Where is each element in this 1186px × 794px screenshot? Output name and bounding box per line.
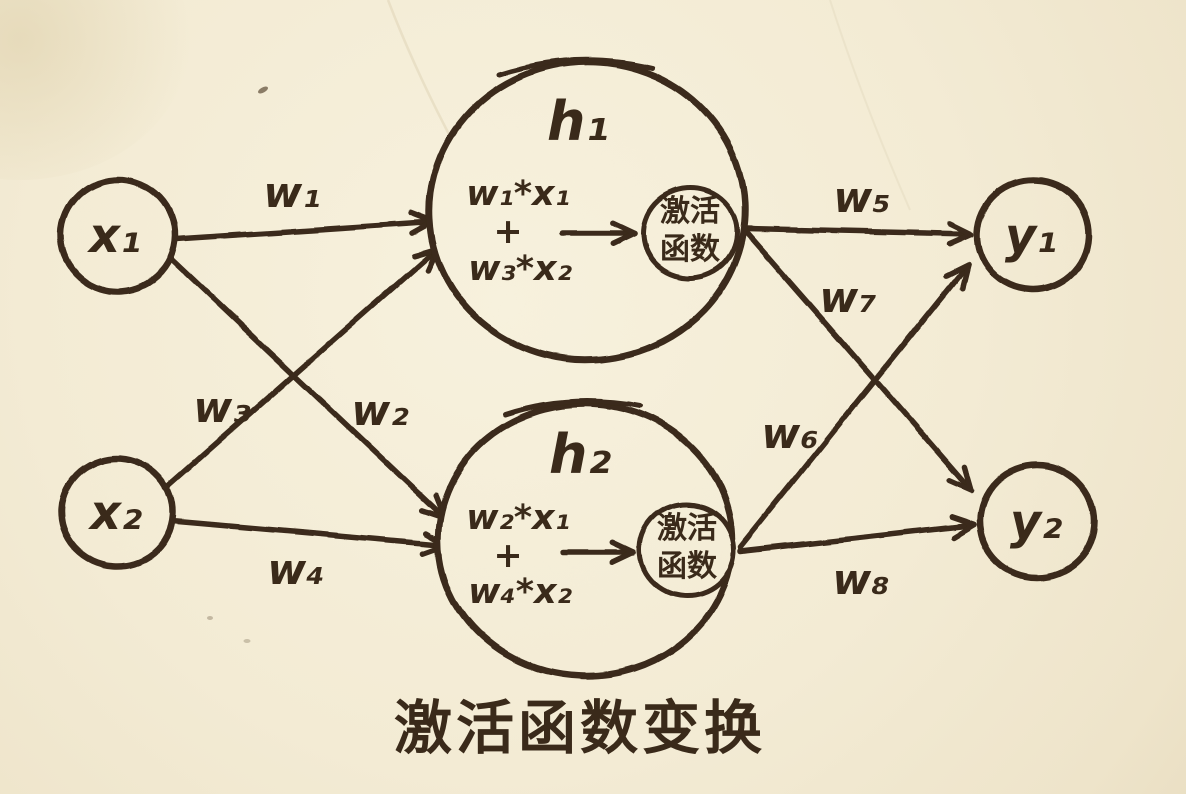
paper-speck — [207, 616, 213, 620]
y2-circle — [976, 461, 1098, 581]
edge-w5-line — [743, 226, 974, 237]
h1-label: h₁ — [547, 90, 609, 153]
edge-w4-line — [169, 518, 449, 548]
y1-label: y₁ — [1005, 208, 1057, 264]
edge-w6-line — [738, 262, 971, 550]
h2-formula-line2: + — [493, 536, 522, 576]
x2-label: x₂ — [88, 485, 142, 541]
h1-formula-line3: w₃*x₂ — [468, 249, 573, 289]
paper-speck — [257, 86, 269, 94]
h1-formula-line1: w₁*x₁ — [466, 174, 570, 214]
edge-w6-label: w₆ — [761, 409, 818, 458]
edge-w8 — [738, 514, 977, 554]
paper-speck — [243, 639, 251, 643]
edge-w2-line — [167, 255, 447, 520]
edge-w7-line — [743, 229, 974, 493]
edge-w2-label: w₂ — [351, 386, 409, 435]
h2-internal-arrowhead-icon — [609, 540, 637, 566]
h2-formula-line3: w₄*x₂ — [468, 572, 573, 612]
h1-circle-overstroke — [497, 57, 655, 77]
edge-w5-arrowhead-icon — [946, 220, 974, 247]
x1-label: x₁ — [87, 208, 141, 264]
h2-activation-unit — [560, 501, 737, 599]
edge-w1-line — [173, 219, 436, 242]
text-layer: x₁ x₂ h₁ h₂ y₁ y₂ w₁*x₁ + w₃*x₂ w₂*x₁ + … — [87, 90, 1062, 762]
edge-w3-line — [164, 246, 440, 490]
edge-w7-arrowhead-icon — [946, 464, 974, 493]
edge-w3-label: w₃ — [193, 383, 250, 432]
h2-activation-circle — [637, 501, 737, 599]
edge-w4-label: w₄ — [267, 545, 324, 594]
h2-label: h₂ — [549, 423, 611, 486]
edge-w1-label: w₁ — [263, 168, 320, 217]
edge-w8-label: w₈ — [832, 555, 889, 604]
h1-activation-unit — [560, 185, 740, 281]
y1-circle — [973, 176, 1093, 294]
h2-activation-text-line1: 激活 — [657, 511, 717, 546]
edge-w5 — [743, 220, 974, 247]
paper-crease — [829, 0, 911, 211]
h2-formula-line1: w₂*x₁ — [466, 498, 570, 538]
edge-w6-arrowhead-icon — [943, 262, 971, 292]
edge-w7 — [743, 229, 974, 493]
edge-w8-arrowhead-icon — [948, 514, 977, 541]
edge-w7-label: w₇ — [819, 273, 876, 322]
edge-w6 — [738, 262, 971, 550]
y2-label: y₂ — [1010, 494, 1062, 550]
paper-crease — [386, 0, 454, 141]
edge-w5-label: w₅ — [833, 173, 890, 222]
diagram-title: 激活函数变换 — [394, 694, 766, 762]
x1-circle — [57, 175, 179, 295]
h1-activation-circle — [640, 185, 740, 281]
h1-activation-text-line2: 函数 — [660, 232, 721, 267]
h2-circle-overstroke — [502, 398, 643, 417]
edge-w8-line — [738, 522, 977, 554]
ink-strokes — [57, 57, 1098, 680]
h1-formula-line2: + — [493, 212, 522, 252]
h1-internal-arrowhead-icon — [609, 220, 637, 246]
paper-stain — [0, 0, 190, 180]
h1-activation-text-line1: 激活 — [660, 194, 720, 229]
h2-activation-text-line2: 函数 — [657, 549, 718, 584]
x2-circle — [57, 454, 177, 570]
